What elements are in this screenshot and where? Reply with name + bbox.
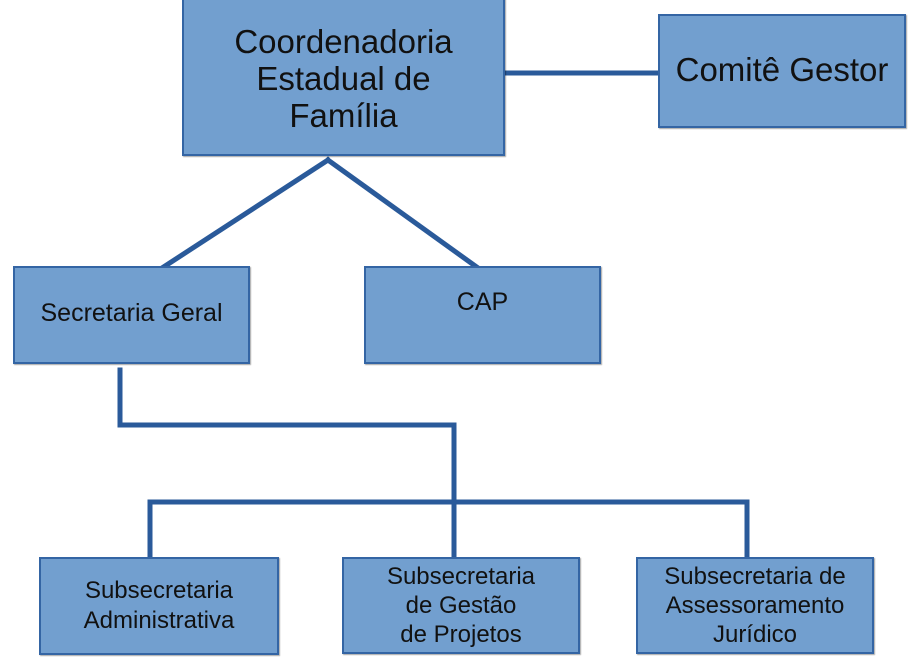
subsecretaria-assessoramento-juridico-box: Subsecretaria de Assessoramento Jurídico — [636, 557, 874, 654]
subsecretaria-administrativa-label: Subsecretaria Administrativa — [83, 577, 235, 634]
subsecretaria-gestao-projetos-box: Subsecretaria de Gestão de Projetos — [342, 557, 580, 654]
connector-coordenadoria-cap — [324, 156, 482, 272]
secretaria-geral-label: Secretaria Geral — [40, 298, 223, 327]
comite-gestor-label: Comitê Gestor — [675, 50, 889, 88]
subsecretaria-gestao-projetos-label: Subsecretaria de Gestão de Projetos — [386, 563, 536, 648]
cap-box: CAP — [364, 266, 601, 364]
connector-coordenadoria-secretaria — [158, 156, 332, 272]
cap-label: CAP — [456, 287, 509, 316]
subsecretaria-assessoramento-juridico-label: Subsecretaria de Assessoramento Jurídico — [664, 563, 846, 648]
coordenadoria-estadual-label: Coordenadoria Estadual de Família — [234, 22, 453, 134]
coordenadoria-estadual-box: Coordenadoria Estadual de Família — [182, 0, 505, 156]
comite-gestor-box: Comitê Gestor — [658, 14, 906, 128]
connector-secretaria-subsecretarias — [117, 367, 457, 560]
connector-subsecretarias-bar — [147, 499, 750, 560]
subsecretaria-administrativa-box: Subsecretaria Administrativa — [39, 557, 279, 655]
secretaria-geral-box: Secretaria Geral — [13, 266, 250, 364]
